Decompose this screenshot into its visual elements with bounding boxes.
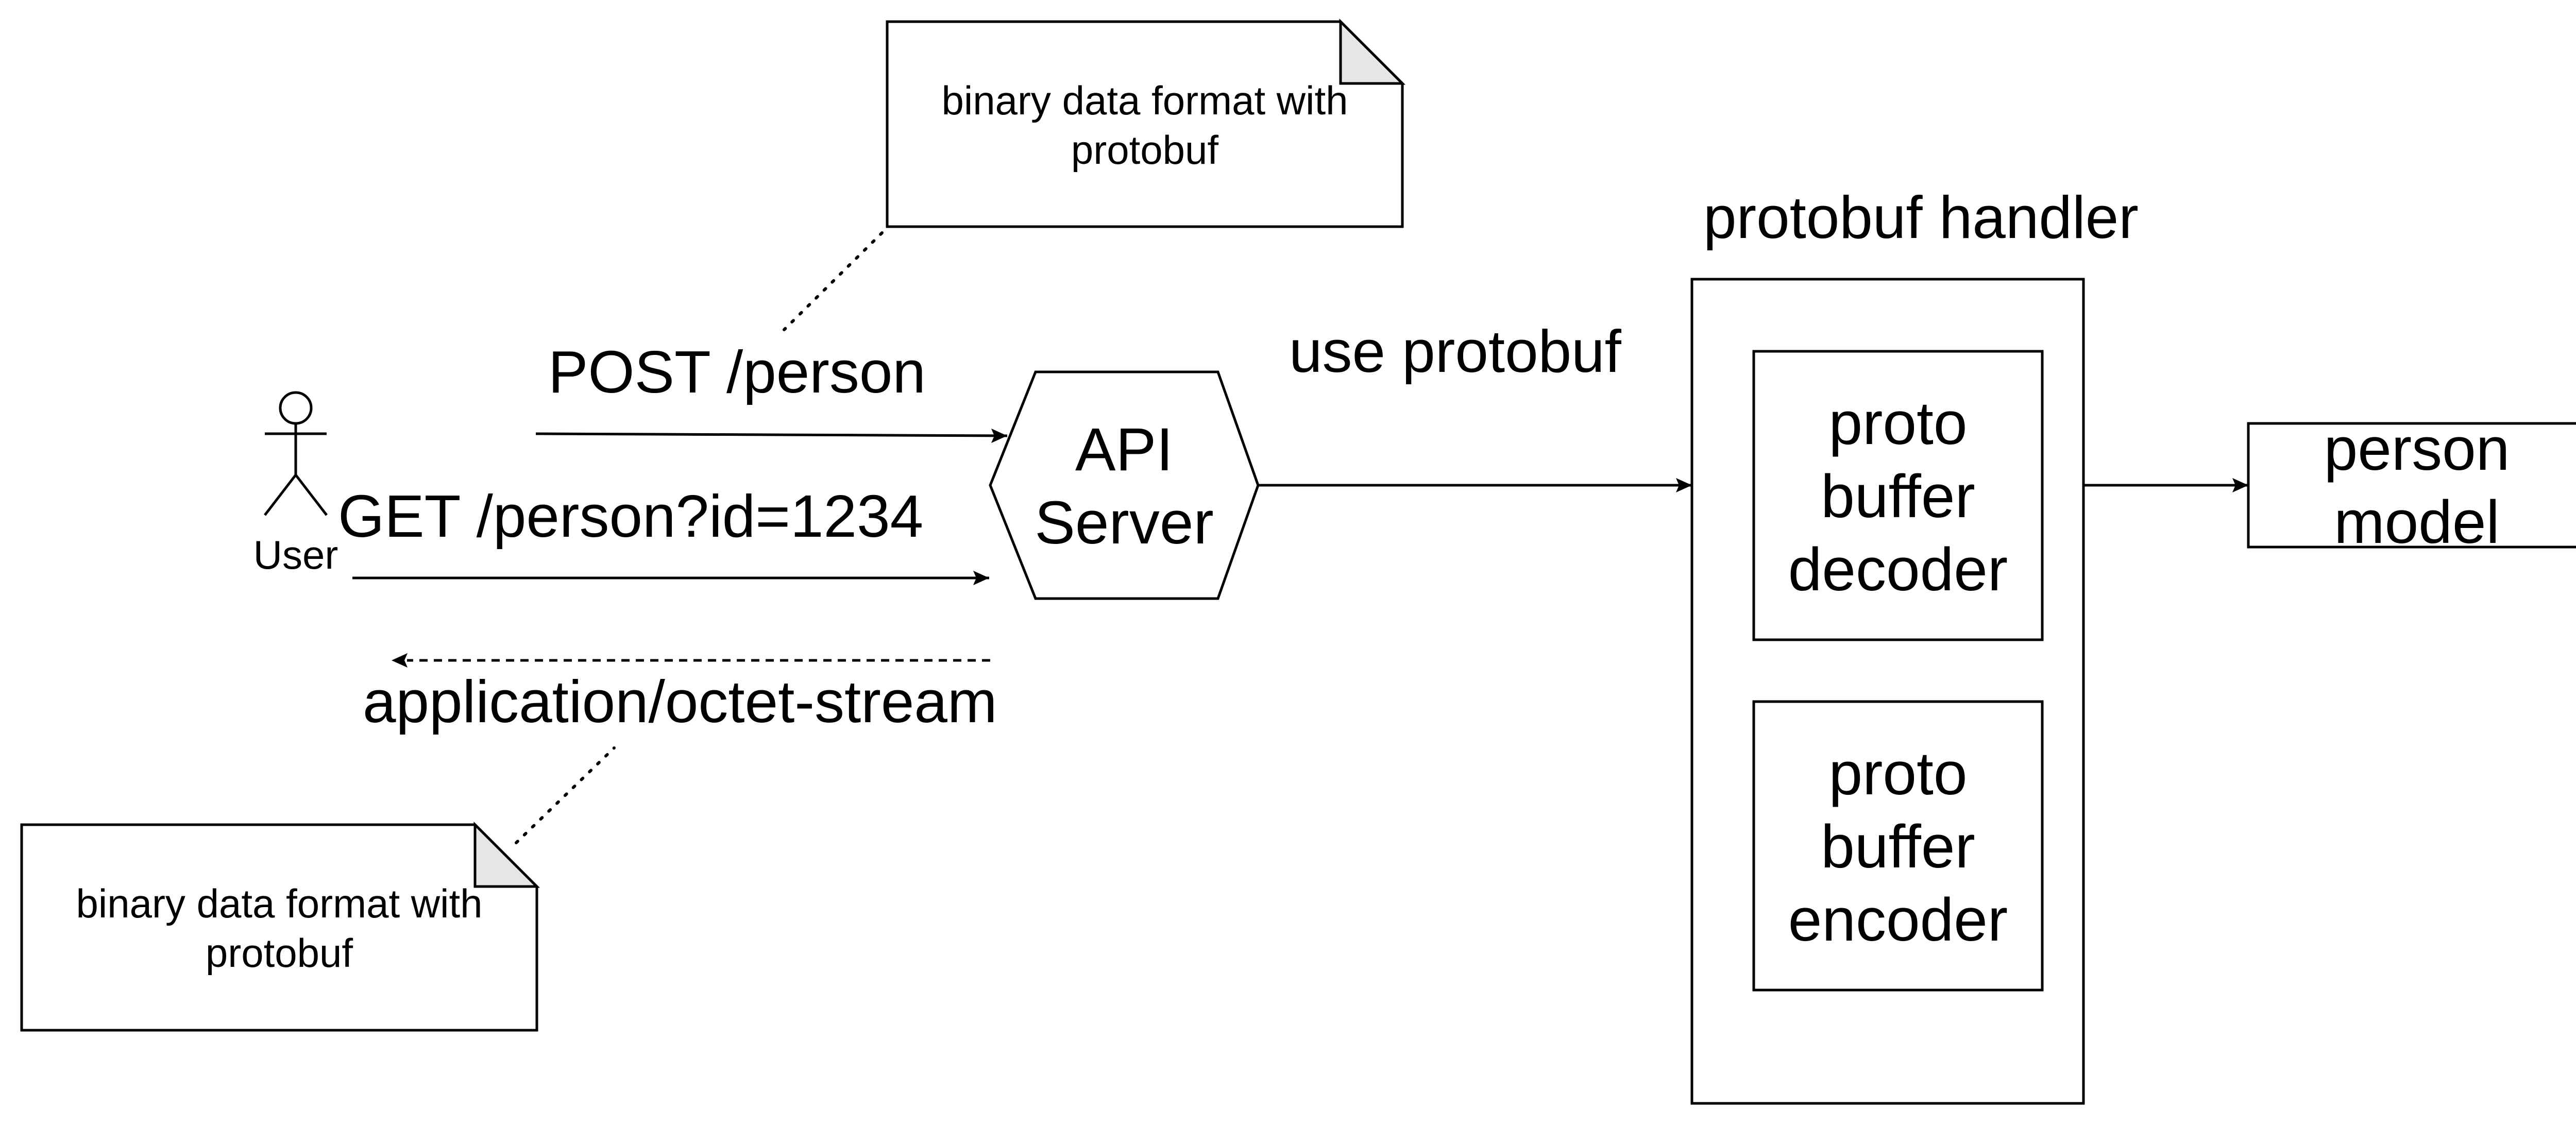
person-model-line1: person <box>2324 415 2510 483</box>
user-actor-icon <box>264 391 328 516</box>
response-note-connector <box>515 746 616 844</box>
encoder-line1: proto <box>1829 740 1968 808</box>
decoder-line1: proto <box>1829 389 1968 457</box>
post-request-label: POST /person <box>548 338 926 405</box>
protobuf-encoder-node: proto buffer encoder <box>1752 700 2044 992</box>
request-note: binary data format with protobuf <box>886 18 1406 228</box>
use-protobuf-label: use protobuf <box>1289 318 1622 385</box>
post-request-arrow <box>535 432 1008 437</box>
encoder-line2: buffer <box>1821 813 1975 881</box>
get-request-label: GET /person?id=1234 <box>338 483 923 550</box>
response-note-line2: protobuf <box>206 930 353 976</box>
response-note: binary data format with protobuf <box>20 821 540 1032</box>
protobuf-handler-title: protobuf handler <box>1703 184 2139 251</box>
api-server-line1: API <box>1075 416 1173 484</box>
request-note-line2: protobuf <box>1071 127 1219 173</box>
response-label: application/octet-stream <box>363 668 997 735</box>
person-model-line2: model <box>2334 488 2499 556</box>
api-server-node: API Server <box>989 370 1260 600</box>
request-note-line1: binary data format with <box>941 78 1348 123</box>
encoder-line3: encoder <box>1788 886 2008 954</box>
api-server-line2: Server <box>1035 489 1214 557</box>
decoder-line2: buffer <box>1821 463 1975 531</box>
response-note-line1: binary data format with <box>76 881 482 926</box>
person-model-node: person model <box>2247 415 2576 556</box>
request-note-connector <box>783 231 884 331</box>
user-label: User <box>253 532 338 577</box>
protobuf-decoder-node: proto buffer decoder <box>1752 350 2044 641</box>
decoder-line3: decoder <box>1788 536 2008 604</box>
